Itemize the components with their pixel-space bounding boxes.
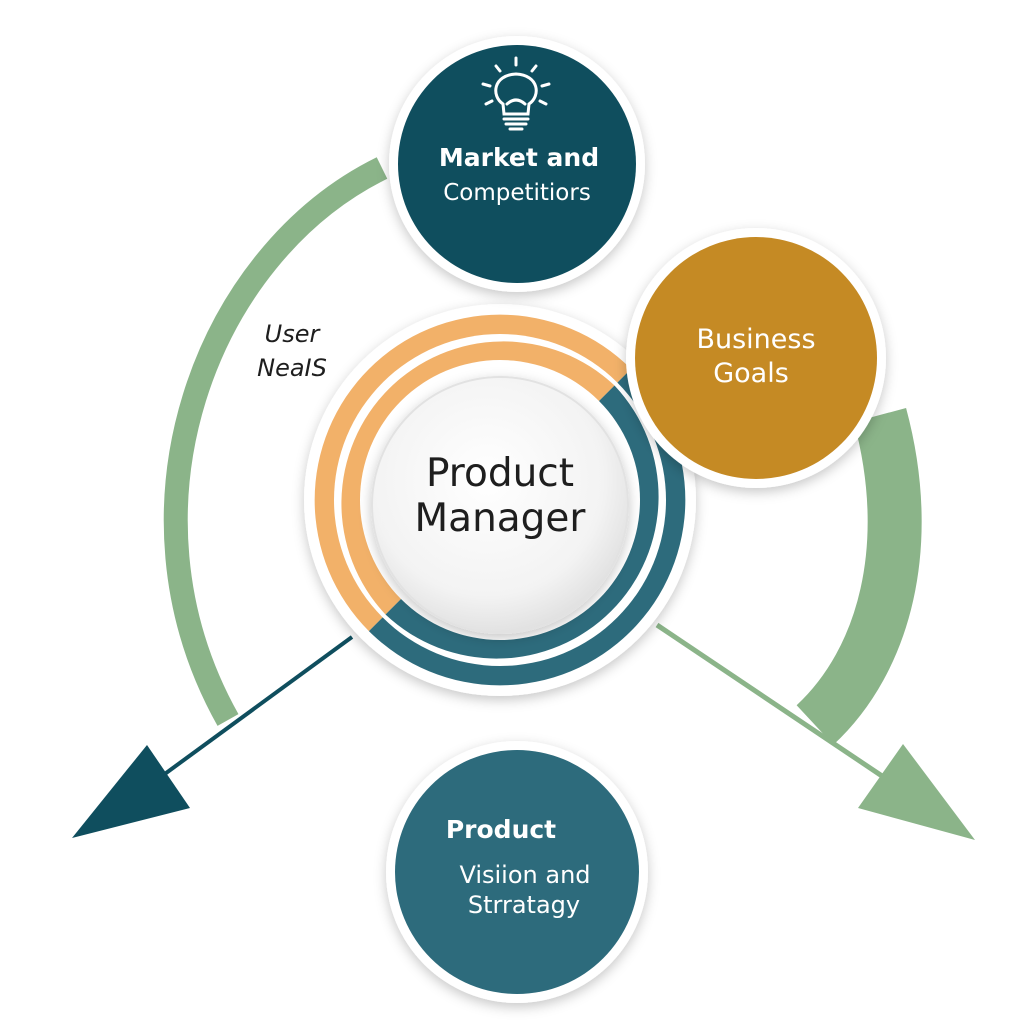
vision-label-line3: Strratagy [468,891,580,919]
lightbulb-icon [481,56,551,131]
left-arrow-line [160,635,354,778]
right-arrow-head [858,744,975,840]
user-needs-label-line2: NeaIS [257,354,327,382]
right-green-arc [796,407,922,745]
market-label-line2: Competitiors [443,180,591,206]
vision-strategy-node[interactable]: Product Visiion and Strratagy [386,741,648,1003]
left-green-arc [163,157,388,726]
left-arrow-head [72,745,190,838]
user-needs-label-line1: User [265,320,322,348]
business-goals-node[interactable]: Business Goals [626,228,886,488]
center-title-line1: Product [426,451,574,496]
market-label-line1: Market and [439,143,599,172]
center-title-line2: Manager [415,496,587,541]
business-label-line1: Business [696,324,815,355]
business-label-line2: Goals [713,358,789,389]
vision-label-line1: Product [446,815,556,844]
market-node[interactable]: Market and Competitiors [389,36,645,292]
vision-label-line2: Visiion and [459,861,590,889]
right-arrow-line [655,622,884,779]
center-disk [371,376,629,634]
